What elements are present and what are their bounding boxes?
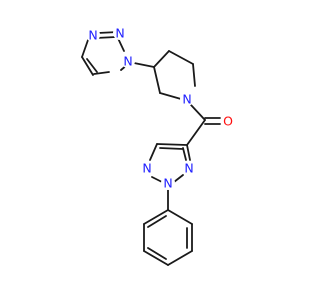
bond: [153, 50, 170, 68]
bonds: [81, 31, 221, 266]
bond: [192, 63, 196, 87]
bond: [81, 56, 94, 76]
bond: [93, 71, 110, 75]
bond: [186, 119, 206, 146]
bond: [143, 250, 169, 266]
bond: [167, 250, 193, 266]
atom-label: O: [221, 114, 235, 129]
bond: [153, 66, 161, 94]
bond: [143, 209, 169, 225]
bond: [159, 92, 182, 100]
atom-symbol: N: [163, 176, 172, 191]
bond: [156, 143, 188, 146]
atom-symbol: N: [184, 161, 193, 176]
bond: [86, 58, 98, 73]
atom-symbol: N: [115, 26, 124, 41]
atom-label: N: [140, 161, 154, 176]
atom-symbol: O: [223, 114, 233, 129]
bond: [186, 144, 191, 161]
bond: [168, 50, 194, 65]
bond: [190, 104, 206, 121]
atom-symbol: N: [88, 28, 97, 43]
bond: [147, 247, 167, 260]
atom-label: N: [121, 54, 135, 69]
bond: [133, 62, 155, 68]
atom-label: N: [86, 28, 100, 43]
atoms: N N N N O N N N: [86, 26, 235, 191]
atom-symbol: N: [142, 161, 151, 176]
molecule-diagram: N N N N O N N N: [81, 26, 235, 266]
bond: [147, 215, 167, 228]
bond: [151, 176, 163, 183]
bond: [159, 147, 184, 150]
atom-symbol: N: [182, 92, 191, 107]
atom-label: N: [161, 176, 175, 191]
atom-label: N: [182, 161, 196, 176]
bond: [173, 174, 184, 183]
atom-label: N: [180, 92, 194, 107]
bond: [182, 147, 187, 161]
atom-label: N: [113, 26, 127, 41]
atom-symbol: N: [123, 54, 132, 69]
bond: [81, 39, 89, 58]
bond: [149, 143, 158, 161]
bond: [167, 209, 193, 225]
